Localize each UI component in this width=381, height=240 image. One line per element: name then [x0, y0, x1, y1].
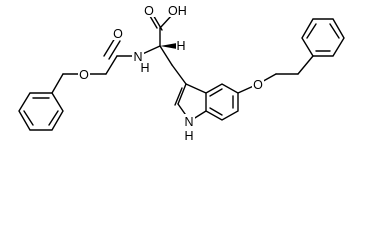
atom-carbamate-carbonyl-oxygen: O — [112, 26, 124, 41]
indole-benzene-inner-bond — [209, 88, 223, 97]
atom-ether-oxygen: O — [252, 77, 264, 92]
carbamate-nh-hydrogen-label: H — [140, 61, 149, 75]
bond-single — [159, 45, 173, 66]
bond-double — [103, 37, 116, 57]
atom-alpha-hydrogen: H — [176, 39, 187, 53]
ether-oxygen-label: O — [253, 78, 263, 92]
carboxyl-oxygen-label: O — [144, 4, 154, 18]
bond-single — [297, 55, 314, 75]
indole-pyrrole-bond — [185, 83, 207, 94]
indole-benzene-ring — [205, 83, 239, 121]
carbamate-ether-oxygen-label: O — [79, 68, 89, 82]
stereo-wedge-bond — [160, 43, 177, 49]
alpha-hydrogen-label: H — [176, 39, 185, 53]
hydroxyl-label: OH — [168, 4, 187, 18]
atom-carbamate-nh: N H — [132, 49, 150, 75]
carbamate-carbonyl-oxygen-label: O — [113, 27, 123, 41]
bond-single — [51, 73, 64, 94]
left-phenyl-inner-bond — [23, 110, 34, 126]
bond-single — [105, 55, 118, 75]
indole-pyrrole-inner-bond — [174, 87, 183, 106]
right-phenyl-inner-bond — [329, 23, 340, 39]
carbamate-nitrogen-label: N — [133, 50, 142, 64]
atom-carboxyl-oxygen: O — [143, 3, 155, 18]
right-phenyl-inner-bond — [306, 23, 317, 39]
indole-nh-hydrogen-label: H — [184, 129, 193, 143]
bond-lines — [18, 10, 345, 131]
indole-nitrogen-label: N — [184, 115, 193, 129]
atom-labels: O OH O N H O H O N — [78, 3, 264, 143]
atom-hydroxyl: OH — [167, 3, 189, 18]
left-phenyl-inner-bond — [48, 110, 59, 126]
indole-pyrrole-bond — [177, 83, 187, 105]
structural-formula: O OH O N H O H O N — [18, 3, 345, 143]
atom-indole-nh: N H — [183, 114, 195, 143]
right-phenyl-ring — [301, 18, 345, 57]
bond-single — [159, 14, 173, 29]
bond-double — [108, 40, 121, 60]
atom-carbamate-ether-oxygen: O — [78, 67, 90, 82]
bond-single — [171, 64, 187, 85]
indole-benzene-inner-bond — [209, 107, 223, 116]
